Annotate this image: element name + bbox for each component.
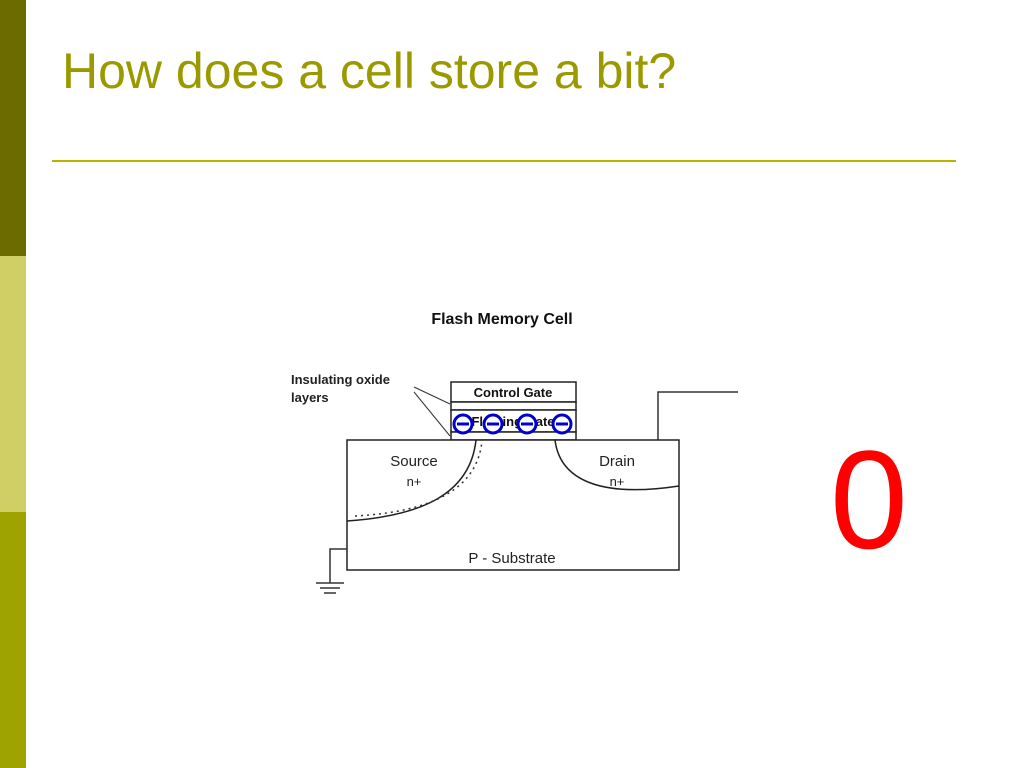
oxide-pointer-line-2: [413, 391, 451, 437]
insulating-oxide-label-2: layers: [291, 390, 329, 405]
source-doping-label: n+: [407, 474, 422, 489]
source-depletion-dotted: [354, 439, 483, 517]
sidebar-band-light: [0, 256, 26, 512]
insulating-oxide-label: Insulating oxide: [291, 372, 390, 387]
substrate-body: [346, 439, 680, 571]
ground-icon: [316, 548, 347, 594]
drain-region: [554, 439, 680, 491]
title-divider: [52, 160, 956, 162]
sidebar-band-mid: [0, 512, 26, 768]
substrate-label: P - Substrate: [468, 550, 555, 567]
drain-label: Drain: [599, 453, 635, 470]
diagram-heading: Flash Memory Cell: [431, 311, 572, 328]
source-label: Source: [390, 453, 438, 470]
electron-icon: [516, 413, 538, 435]
oxide-layer-upper: [450, 401, 577, 411]
electron-icon: [482, 413, 504, 435]
sidebar-band-dark: [0, 0, 26, 256]
electron-group: [452, 413, 573, 435]
drain-terminal-wire: [657, 391, 738, 440]
drain-doping-label: n+: [610, 474, 625, 489]
source-region: [346, 439, 477, 522]
electron-icon: [551, 413, 573, 435]
control-gate-label: Control Gate: [474, 385, 553, 400]
slide-title: How does a cell store a bit?: [62, 43, 677, 99]
sidebar-decoration: [0, 0, 26, 768]
stored-bit-value: 0: [830, 421, 908, 578]
oxide-pointer-line-1: [413, 386, 451, 405]
electron-icon: [452, 413, 474, 435]
